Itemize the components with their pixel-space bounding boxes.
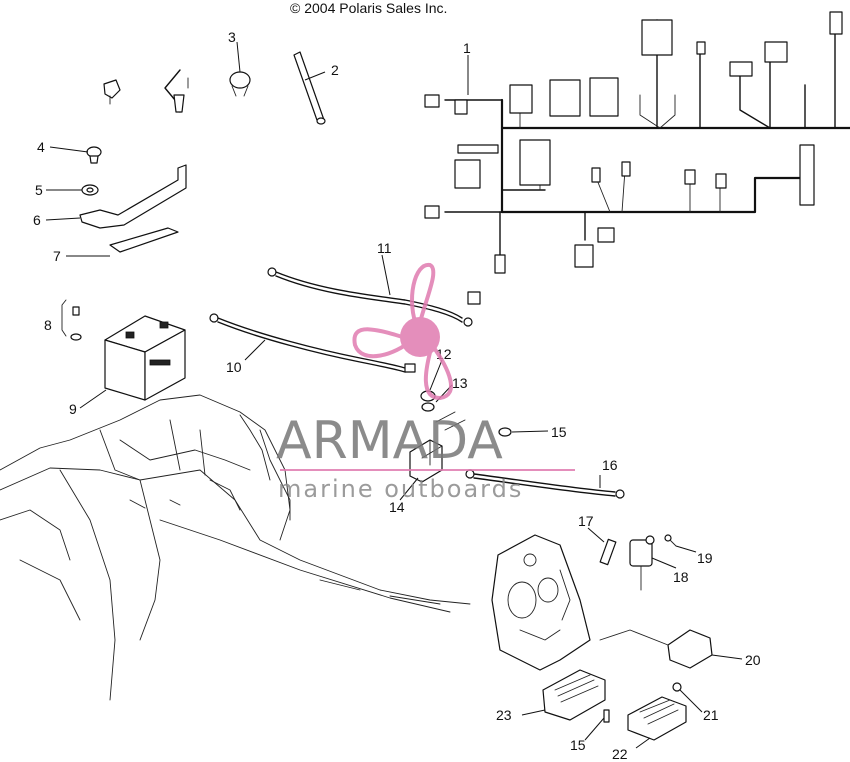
grommet[interactable]	[229, 71, 251, 97]
callout-16: 16	[602, 457, 618, 473]
callout-5: 5	[35, 182, 43, 198]
starter-solenoid[interactable]	[409, 411, 466, 483]
callout-17: 17	[578, 513, 594, 529]
hold-down-bracket[interactable]	[79, 164, 187, 229]
battery-cable-positive[interactable]	[209, 313, 416, 373]
cable-tie[interactable]	[164, 69, 189, 113]
watermark-brand: ARMADA	[276, 411, 503, 471]
terminal-hardware[interactable]	[61, 299, 82, 341]
vehicle-frame	[0, 394, 471, 701]
callout-11: 11	[377, 240, 392, 256]
callout-3: 3	[228, 29, 236, 45]
callout-4: 4	[37, 139, 45, 155]
solenoid-washer[interactable]	[421, 402, 435, 412]
callout-9: 9	[69, 401, 77, 417]
callout-8: 8	[44, 317, 52, 333]
callout-21: 21	[703, 707, 719, 723]
callout-13: 13	[452, 375, 468, 391]
callout-10: 10	[226, 359, 242, 375]
callout-14: 14	[389, 499, 405, 515]
callout-15-bottom: 15	[570, 737, 586, 753]
watermark: ARMADA marine outboards	[276, 262, 575, 503]
electrical-panel[interactable]	[491, 534, 591, 671]
wiring-harness[interactable]	[424, 11, 850, 274]
screw-15b[interactable]	[603, 709, 610, 723]
callout-2: 2	[331, 62, 339, 78]
battery[interactable]	[104, 315, 186, 401]
screw-21[interactable]	[672, 682, 682, 692]
voltage-regulator[interactable]	[627, 696, 687, 741]
washer[interactable]	[81, 184, 99, 196]
small-screw[interactable]	[664, 534, 677, 547]
propeller-icon	[352, 262, 453, 401]
callout-18: 18	[673, 569, 689, 585]
cdi-module[interactable]	[599, 629, 713, 669]
callout-19: 19	[697, 550, 713, 566]
battery-rod[interactable]	[293, 51, 326, 125]
callout-1: 1	[463, 40, 471, 56]
harness-clip[interactable]	[103, 79, 121, 105]
fastener-top[interactable]	[498, 427, 512, 437]
relay[interactable]	[599, 538, 617, 566]
battery-pad[interactable]	[109, 227, 179, 253]
callout-23: 23	[496, 707, 512, 723]
rectifier[interactable]	[542, 669, 606, 721]
ground-cable[interactable]	[465, 469, 625, 499]
battery-cable-negative[interactable]	[267, 267, 481, 327]
copyright-text: © 2004 Polaris Sales Inc.	[290, 0, 447, 16]
callout-15-top: 15	[551, 424, 567, 440]
callout-20: 20	[745, 652, 761, 668]
callout-22: 22	[612, 746, 628, 762]
ignition-coil[interactable]	[629, 535, 655, 591]
callout-6: 6	[33, 212, 41, 228]
bolt[interactable]	[86, 146, 102, 164]
callout-7: 7	[53, 248, 61, 264]
watermark-tagline: marine outboards	[278, 475, 523, 503]
